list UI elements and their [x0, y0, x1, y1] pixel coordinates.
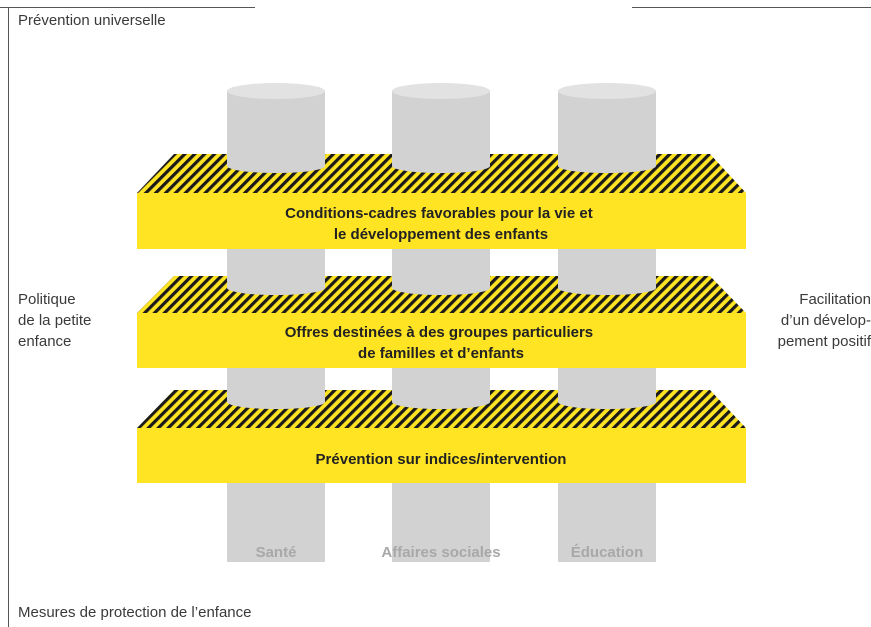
pillar-label-education: Éducation	[571, 544, 644, 561]
layer-2-pillar-overlap	[227, 276, 656, 295]
pillar-affaires-sociales-top	[392, 83, 490, 99]
layer-1-pillar-overlap	[227, 154, 656, 173]
child-protection-label: Mesures de protection de l’enfance	[18, 604, 252, 621]
pillar-sante-top	[227, 83, 325, 99]
layer-1-front	[137, 193, 746, 249]
early-childhood-policy-label: Politique de la petite enfance	[18, 289, 91, 352]
layer-target-groups: Offres destinées à des groupes particuli…	[137, 276, 746, 368]
layer-3-line-1: Prévention sur indices/intervention	[316, 451, 567, 468]
early-childhood-policy-line-3: enfance	[18, 333, 72, 350]
layer-2-line-1: Offres destinées à des groupes particuli…	[285, 324, 593, 341]
pillar-label-affaires-sociales: Affaires sociales	[381, 544, 500, 561]
layer-1-text: Conditions-cadres favorables pour la vie…	[285, 205, 597, 243]
layer-indicated-prevention: Prévention sur indices/intervention	[137, 390, 746, 483]
early-childhood-policy-line-1: Politique	[18, 291, 76, 308]
universal-prevention-label: Prévention universelle	[18, 12, 166, 29]
pillar-label-sante: Santé	[256, 544, 297, 561]
layer-3-pillar-overlap	[227, 390, 656, 409]
early-childhood-policy-line-2: de la petite	[18, 312, 92, 329]
pillar-bottoms	[227, 523, 656, 537]
layer-2-text: Offres destinées à des groupes particuli…	[285, 324, 598, 362]
frame-left-line	[8, 7, 9, 627]
layer-1-line-2: le développement des enfants	[334, 226, 548, 243]
frame-top-right-line	[632, 7, 871, 8]
frame-top-left-line	[0, 7, 255, 8]
layer-framework-conditions: Conditions-cadres favorables pour la vie…	[137, 154, 746, 249]
layer-2-front	[137, 313, 746, 368]
layer-3-text: Prévention sur indices/intervention	[316, 451, 567, 468]
pillar-education-top	[558, 83, 656, 99]
layer-1-line-1: Conditions-cadres favorables pour la vie…	[285, 205, 593, 222]
positive-development-line-3: pement positif	[777, 333, 871, 350]
positive-development-line-2: d’un dévelop-	[780, 312, 871, 329]
layer-2-line-2: de familles et d’enfants	[358, 345, 524, 362]
positive-development-label: Facilitation d’un dévelop- pement positi…	[778, 289, 871, 352]
layer-3-front	[137, 428, 746, 483]
positive-development-line-1: Facilitation	[799, 291, 871, 308]
